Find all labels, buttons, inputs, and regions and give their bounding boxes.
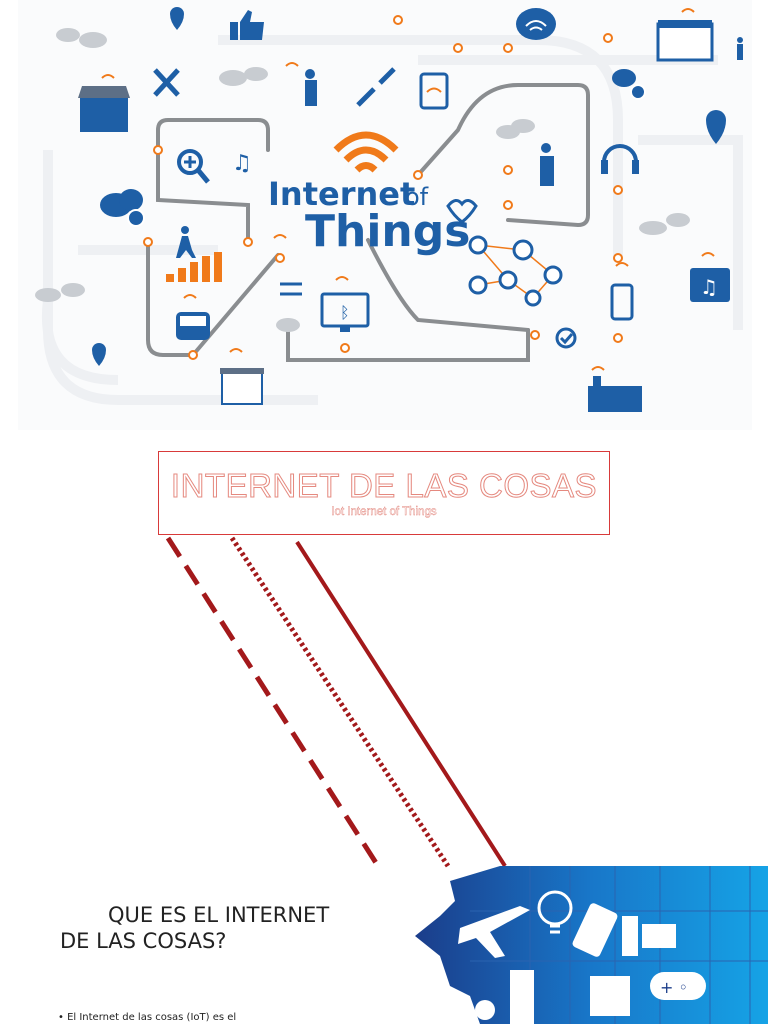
- bluetooth-monitor-icon: ᛒ: [320, 292, 370, 332]
- wifi-signal-markers: [101, 8, 715, 371]
- svg-text:+ ◦: + ◦: [660, 978, 688, 997]
- thumbs-up-icon: [230, 10, 264, 40]
- cloud-plus-icon: [100, 69, 646, 227]
- section-heading-line2: DE LAS COSAS?: [60, 929, 227, 953]
- logo-line1: Internet: [268, 175, 415, 213]
- lightbulb-icon: [537, 890, 573, 934]
- person-icon: [305, 37, 743, 186]
- logo-of: of: [405, 183, 429, 211]
- store-icon: [78, 20, 714, 405]
- gamepad-icon: + ◦: [650, 972, 706, 1000]
- wifi-icon: [516, 8, 556, 40]
- slide-title: INTERNET DE LAS COSAS: [170, 467, 598, 504]
- bullet-text: • El Internet de las cosas (IoT) es el: [58, 1012, 237, 1023]
- section-heading: QUE ES EL INTERNET DE LAS COSAS?: [60, 902, 400, 954]
- appliance-icon: [475, 970, 630, 1024]
- map-pin-icon: [92, 7, 726, 366]
- bus-icon: [176, 312, 210, 340]
- decorative-lines: [165, 536, 507, 868]
- dashed-line: [165, 536, 381, 868]
- dotted-line: [229, 536, 451, 868]
- logo-line2: Things: [305, 206, 470, 257]
- title-box: INTERNET DE LAS COSAS Iot Internet of Th…: [158, 451, 610, 535]
- walking-person-icon: [176, 226, 196, 258]
- svg-text:ᛒ: ᛒ: [340, 303, 350, 322]
- slide-subtitle: Iot Internet of Things: [331, 506, 437, 518]
- iot-logo: Internet of Things: [268, 131, 478, 257]
- device-collage-image: + ◦: [410, 866, 768, 1024]
- computer-icon: [622, 916, 676, 956]
- section-heading-line1: QUE ES EL INTERNET: [108, 903, 330, 927]
- network-people-icon: [468, 235, 563, 307]
- iot-hero-graphic: ♫: [35, 7, 743, 412]
- factory-icon: [588, 376, 642, 412]
- music-player-icon: ♫: [690, 268, 730, 302]
- heart-icon: [446, 199, 478, 224]
- shrink-icon: [356, 67, 396, 107]
- transfer-icon: [280, 282, 302, 296]
- signal-bars-icon: [166, 252, 222, 282]
- connection-roads: [146, 83, 590, 362]
- junction-nodes: [143, 15, 623, 360]
- headset-icon: [601, 144, 639, 174]
- smartphone-tools-icon: [610, 283, 634, 321]
- solid-line: [295, 540, 507, 868]
- cloud-icon: [35, 28, 690, 332]
- phone-icon: [572, 903, 618, 957]
- svg-text:♫: ♫: [700, 275, 718, 299]
- checkmark-icon: [555, 327, 577, 349]
- airplane-icon: [458, 906, 530, 958]
- music-note-icon: ♫: [232, 151, 252, 176]
- iot-hero-illustration: ♫: [18, 0, 752, 430]
- device-collage-graphic: + ◦: [415, 866, 768, 1024]
- zoom-in-icon: [177, 149, 210, 184]
- bullet-content: El Internet de las cosas (IoT) es el: [67, 1012, 237, 1023]
- background-paths: [41, 35, 743, 405]
- tablet-icon: [419, 72, 449, 110]
- tools-icon: [153, 68, 180, 97]
